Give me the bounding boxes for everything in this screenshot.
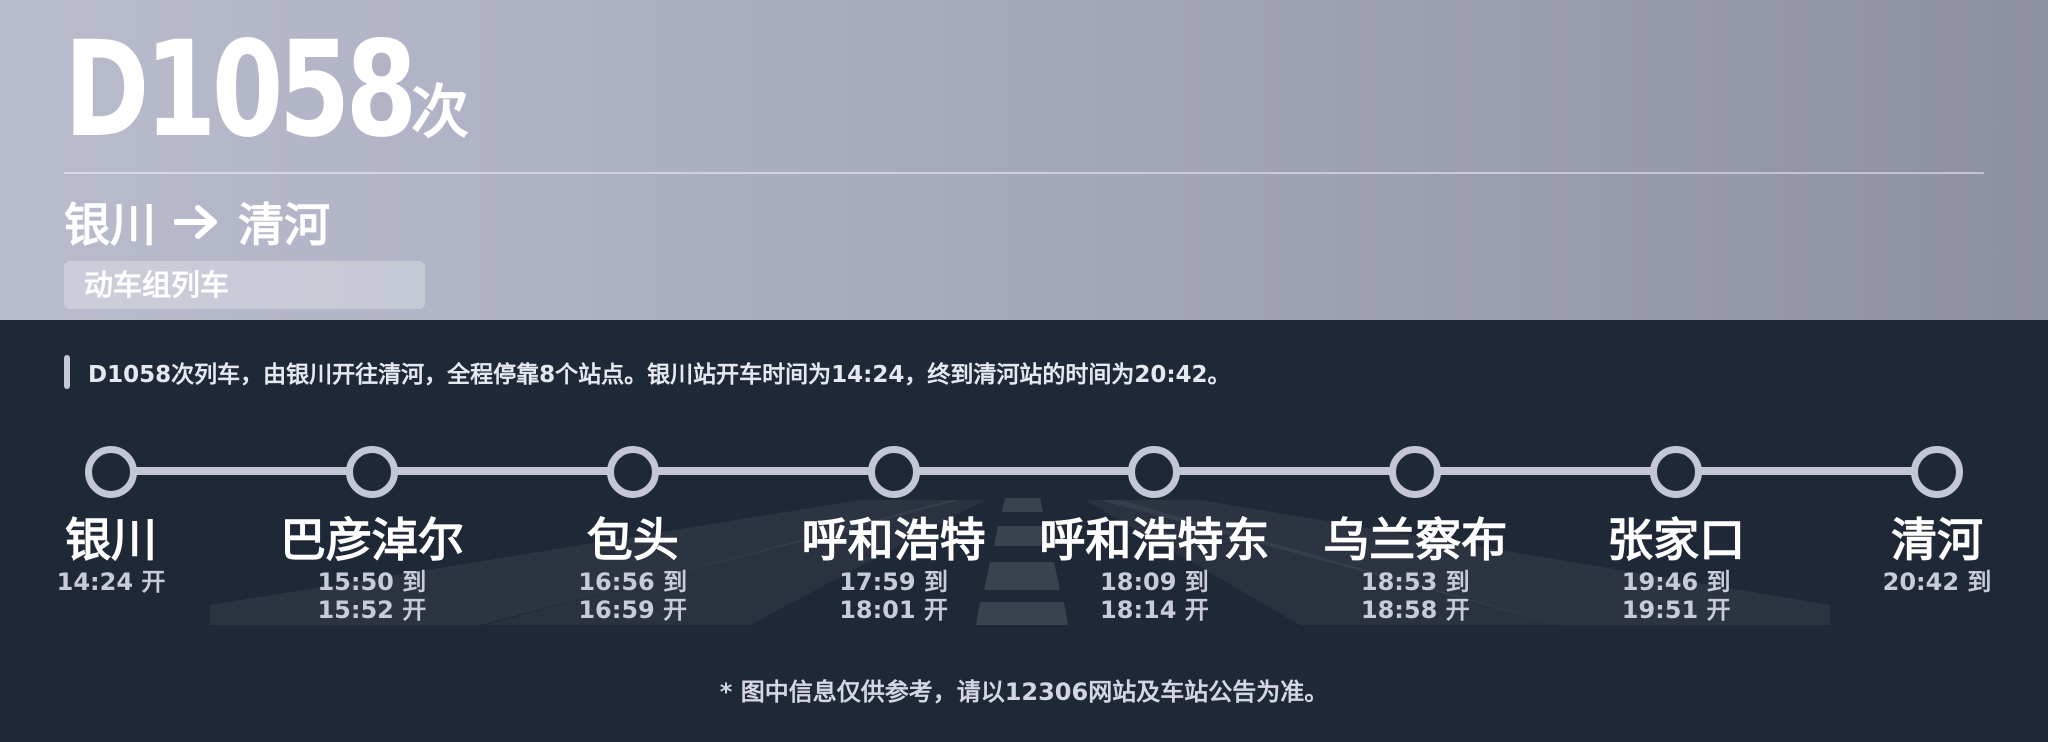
station-name: 巴彦淖尔 [279, 513, 464, 567]
station-time: 15:50 到 [317, 568, 427, 596]
station-name: 呼和浩特 [801, 513, 986, 567]
route: 银川 清河 [64, 192, 330, 252]
station-time: 20:42 到 [1882, 568, 1992, 596]
station-name: 张家口 [1607, 513, 1746, 567]
station-time: 19:51 开 [1621, 596, 1731, 624]
station-time: 18:09 到 [1100, 568, 1209, 596]
station-node-icon [1911, 446, 1963, 498]
summary: D1058次列车，由银川开往清河，全程停靠8个站点。银川站开车时间为14:24，… [64, 354, 1231, 390]
route-origin: 银川 [64, 198, 156, 252]
station-name: 包头 [586, 513, 679, 567]
train-number: D1058 次 [64, 13, 469, 167]
station-time: 19:46 到 [1621, 568, 1731, 596]
timeline-track [111, 467, 1937, 475]
train-suffix: 次 [410, 78, 469, 146]
station-node-icon [1389, 446, 1442, 498]
summary-text: D1058次列车，由银川开往清河，全程停靠8个站点。银川站开车时间为14:24，… [88, 362, 1231, 388]
station-node-icon [867, 446, 920, 498]
road-illustration [210, 498, 1830, 625]
station-time: 16:59 开 [578, 596, 688, 624]
station-time: 18:53 到 [1360, 568, 1470, 596]
arrow-right-icon [174, 205, 217, 239]
station-node-icon [606, 446, 659, 498]
station-name: 呼和浩特东 [1039, 513, 1270, 567]
header-divider [64, 172, 1984, 174]
summary-accent-bar [64, 355, 70, 389]
station-name: 银川 [65, 513, 157, 567]
station-time: 18:58 开 [1360, 596, 1470, 624]
train-code: D1058 [64, 13, 417, 167]
route-destination: 清河 [238, 198, 330, 252]
station-time: 16:56 到 [578, 568, 688, 596]
station-time: 14:24 开 [56, 568, 166, 596]
station-node-icon [1128, 446, 1181, 498]
station-time: 18:01 开 [839, 596, 948, 624]
header-banner: D1058 次 银川 清河 动车组列车 [0, 0, 2048, 320]
station-time: 17:59 到 [839, 568, 948, 596]
station-name: 乌兰察布 [1323, 513, 1508, 567]
station-name: 清河 [1891, 513, 1983, 567]
train-type-badge: 动车组列车 [64, 261, 425, 309]
station-node-icon [1650, 446, 1703, 498]
disclaimer-footnote: * 图中信息仅供参考，请以12306网站及车站公告为准。 [719, 678, 1329, 706]
station-time: 15:52 开 [317, 596, 427, 624]
station-node-icon [345, 446, 398, 498]
station-time: 18:14 开 [1100, 596, 1209, 624]
station-node-icon [85, 446, 137, 498]
